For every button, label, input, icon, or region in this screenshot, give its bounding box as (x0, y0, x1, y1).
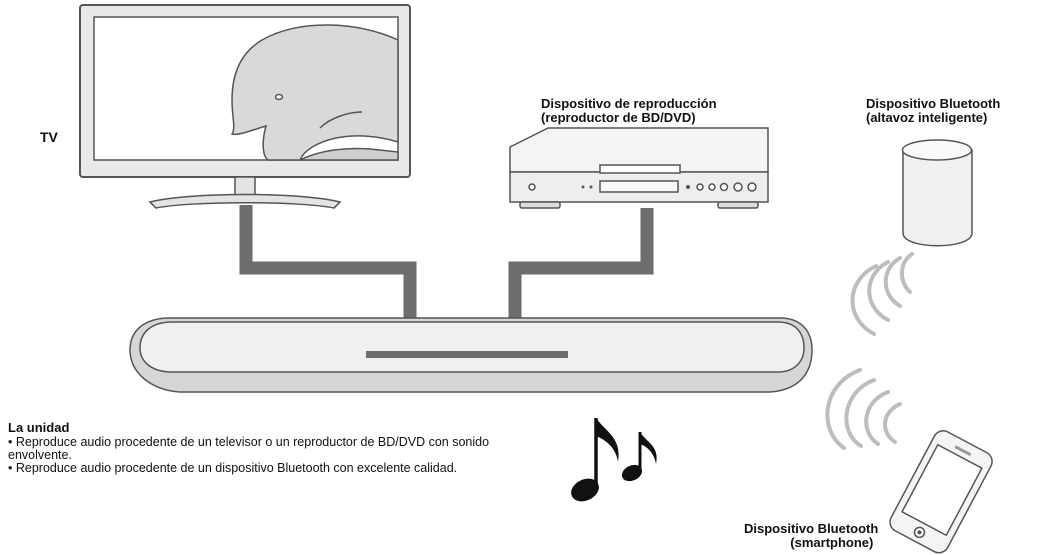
cables (239, 205, 654, 320)
player-cable (508, 208, 654, 320)
bt-phone-label: Dispositivo Bluetooth (smartphone) (744, 522, 878, 550)
bluetooth-wave-icon (825, 368, 902, 450)
tv-icon (79, 4, 411, 209)
bt-speaker-label-line1: Dispositivo Bluetooth (866, 96, 1001, 111)
unit-title: La unidad (8, 420, 70, 435)
player-label-line2: (reproductor de BD/DVD) (541, 110, 696, 125)
player-label-line1: Dispositivo de reproducción (541, 96, 717, 111)
unit-description: La unidad • Reproduce audio procedente d… (8, 421, 568, 475)
tv-label: TV (40, 129, 58, 145)
smartphone-icon (889, 430, 993, 554)
music-note-icon (571, 418, 657, 502)
smart-speaker-icon (901, 139, 973, 247)
soundbar-icon (129, 317, 813, 393)
bluetooth-wave-icon (850, 252, 914, 336)
bt-speaker-label: Dispositivo Bluetooth (altavoz inteligen… (866, 97, 1000, 125)
dolphin-image (230, 24, 399, 161)
bt-phone-label-line1: Dispositivo Bluetooth (744, 521, 879, 536)
unit-bullet-2: • Reproduce audio procedente de un dispo… (8, 461, 458, 475)
bt-speaker-label-line2: (altavoz inteligente) (866, 110, 988, 125)
unit-bullet-1: • Reproduce audio procedente de un telev… (8, 435, 490, 462)
bt-phone-label-line2: (smartphone) (790, 535, 874, 550)
bd-player-icon (509, 127, 769, 209)
player-label: Dispositivo de reproducción (reproductor… (541, 97, 717, 125)
tv-cable (239, 205, 417, 320)
